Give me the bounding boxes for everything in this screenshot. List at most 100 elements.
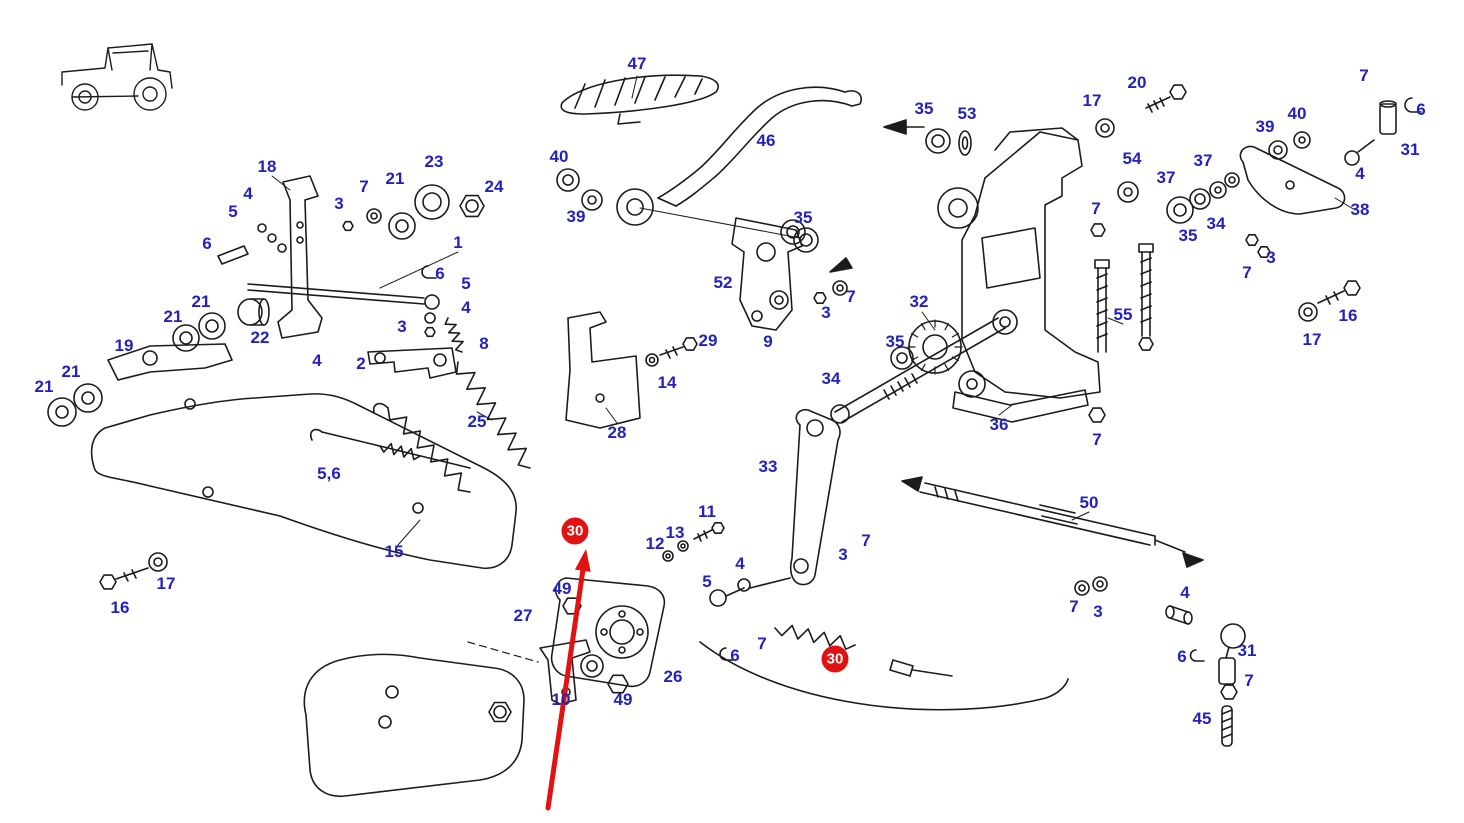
part-number-label: 6 — [1177, 647, 1187, 666]
part-number-label: 35 — [914, 99, 934, 118]
part-number-label: 39 — [566, 207, 586, 226]
part-number-label: 16 — [1338, 306, 1358, 325]
part-number-label: 6 — [1416, 100, 1426, 119]
part-number-label: 10 — [551, 690, 571, 709]
part-number-label: 4 — [243, 184, 253, 203]
part-number-label: 40 — [549, 147, 569, 166]
part-40-39-washers — [556, 168, 654, 226]
part-number-label: 17 — [1302, 330, 1322, 349]
part-number-label: 7 — [861, 531, 871, 550]
part-number-label: 34 — [821, 369, 841, 388]
part-number-label: 47 — [627, 54, 647, 73]
part-37-35-34-cluster — [1166, 172, 1240, 224]
part-29-14-fasteners — [645, 337, 725, 562]
part-number-label: 8 — [479, 334, 489, 353]
part-number-label: 39 — [1255, 117, 1275, 136]
part-number-label: 53 — [957, 104, 977, 123]
part-number-label: 31 — [1400, 140, 1420, 159]
part-number-label: 29 — [698, 331, 718, 350]
part-number-label: 49 — [613, 690, 633, 709]
part-number-label: 46 — [756, 131, 776, 150]
part-number-label: 7 — [359, 177, 369, 196]
part-number-label: 2 — [356, 354, 366, 373]
part-number-label: 21 — [61, 362, 81, 381]
part-number-label: 7 — [1091, 199, 1101, 218]
part-number-label: 38 — [1350, 200, 1370, 219]
part-number-label: 7 — [846, 287, 856, 306]
part-number-label: 6 — [202, 234, 212, 253]
part-number-label: 12 — [645, 534, 665, 553]
part-number-label: 16 — [110, 598, 130, 617]
part-25-springs — [309, 361, 531, 493]
red-circle-marker: 30 — [821, 645, 849, 673]
part-number-label: 35 — [793, 208, 813, 227]
red-arrow — [545, 549, 591, 811]
part-number-label: 21 — [385, 169, 405, 188]
part-number-label: 33 — [758, 457, 778, 476]
part-number-label: 17 — [156, 574, 176, 593]
part-number-label: 34 — [1206, 214, 1226, 233]
part-35-53-washers — [883, 119, 972, 156]
part-number-label: 7 — [1359, 66, 1369, 85]
part-number-label: 24 — [484, 177, 504, 196]
part-18-bracket — [217, 175, 459, 339]
part-number-label: 3 — [397, 317, 407, 336]
lower-left-panel — [303, 653, 525, 797]
part-number-label: 4 — [461, 298, 471, 317]
part-52-bracket — [731, 217, 853, 331]
part-number-label: 3 — [821, 303, 831, 322]
part-number-label: 21 — [163, 307, 183, 326]
part-number-label: 31 — [1237, 641, 1257, 660]
part-16-17-right — [1298, 280, 1361, 322]
part-number-label: 3 — [334, 194, 344, 213]
part-number-label: 5 — [461, 274, 471, 293]
tractor-icon — [61, 43, 173, 111]
part-number-label: 6 — [730, 646, 740, 665]
part-number-label: 25 — [467, 412, 487, 431]
part-number-label: 49 — [552, 579, 572, 598]
part-number-label: 5 — [702, 572, 712, 591]
part-number-label: 35 — [1178, 226, 1198, 245]
part-number-label: 7 — [1242, 263, 1252, 282]
part-38-arm — [1239, 97, 1422, 259]
part-20-bolt — [1090, 84, 1187, 237]
part-number-label: 17 — [1082, 91, 1102, 110]
red-circle-marker: 30 — [561, 517, 589, 545]
part-number-label: 23 — [424, 152, 444, 171]
part-33-lever — [789, 408, 841, 586]
part-number-label: 4 — [1180, 583, 1190, 602]
part-number-label: 4 — [1355, 164, 1365, 183]
part-31-45-cluster — [1074, 576, 1246, 747]
part-number-label: 35 — [885, 332, 905, 351]
part-number-label: 28 — [607, 423, 627, 442]
part-number-label: 14 — [657, 373, 677, 392]
part-number-label: 7 — [1244, 671, 1254, 690]
part-number-label: 19 — [114, 336, 134, 355]
part-number-label: 50 — [1079, 493, 1099, 512]
part-32-shaft — [830, 309, 1018, 424]
part-number-label: 36 — [989, 415, 1009, 434]
part-number-label: 21 — [191, 292, 211, 311]
part-number-label: 21 — [34, 377, 54, 396]
part-15-baseplate — [90, 393, 517, 590]
part-47-pedal-pad — [560, 74, 719, 125]
part-2-lever — [367, 312, 464, 379]
part-50-rod — [901, 476, 1204, 568]
part-number-label: 37 — [1193, 151, 1213, 170]
part-55-studs — [1088, 243, 1154, 423]
part-number-label: 20 — [1127, 73, 1147, 92]
part-number-label: 11 — [698, 502, 716, 521]
part-30-cable-assembly — [699, 577, 1069, 711]
part-46-pedal-arm — [639, 86, 862, 239]
part-number-label: 4 — [312, 351, 322, 370]
part-number-label: 3 — [1093, 602, 1103, 621]
part-number-label: 37 — [1156, 168, 1176, 187]
part-number-label: 5,6 — [317, 464, 341, 483]
part-number-label: 26 — [663, 667, 683, 686]
part-number-label: 5 — [228, 202, 238, 221]
part-number-label: 1 — [453, 233, 463, 252]
part-number-label: 7 — [1069, 597, 1079, 616]
